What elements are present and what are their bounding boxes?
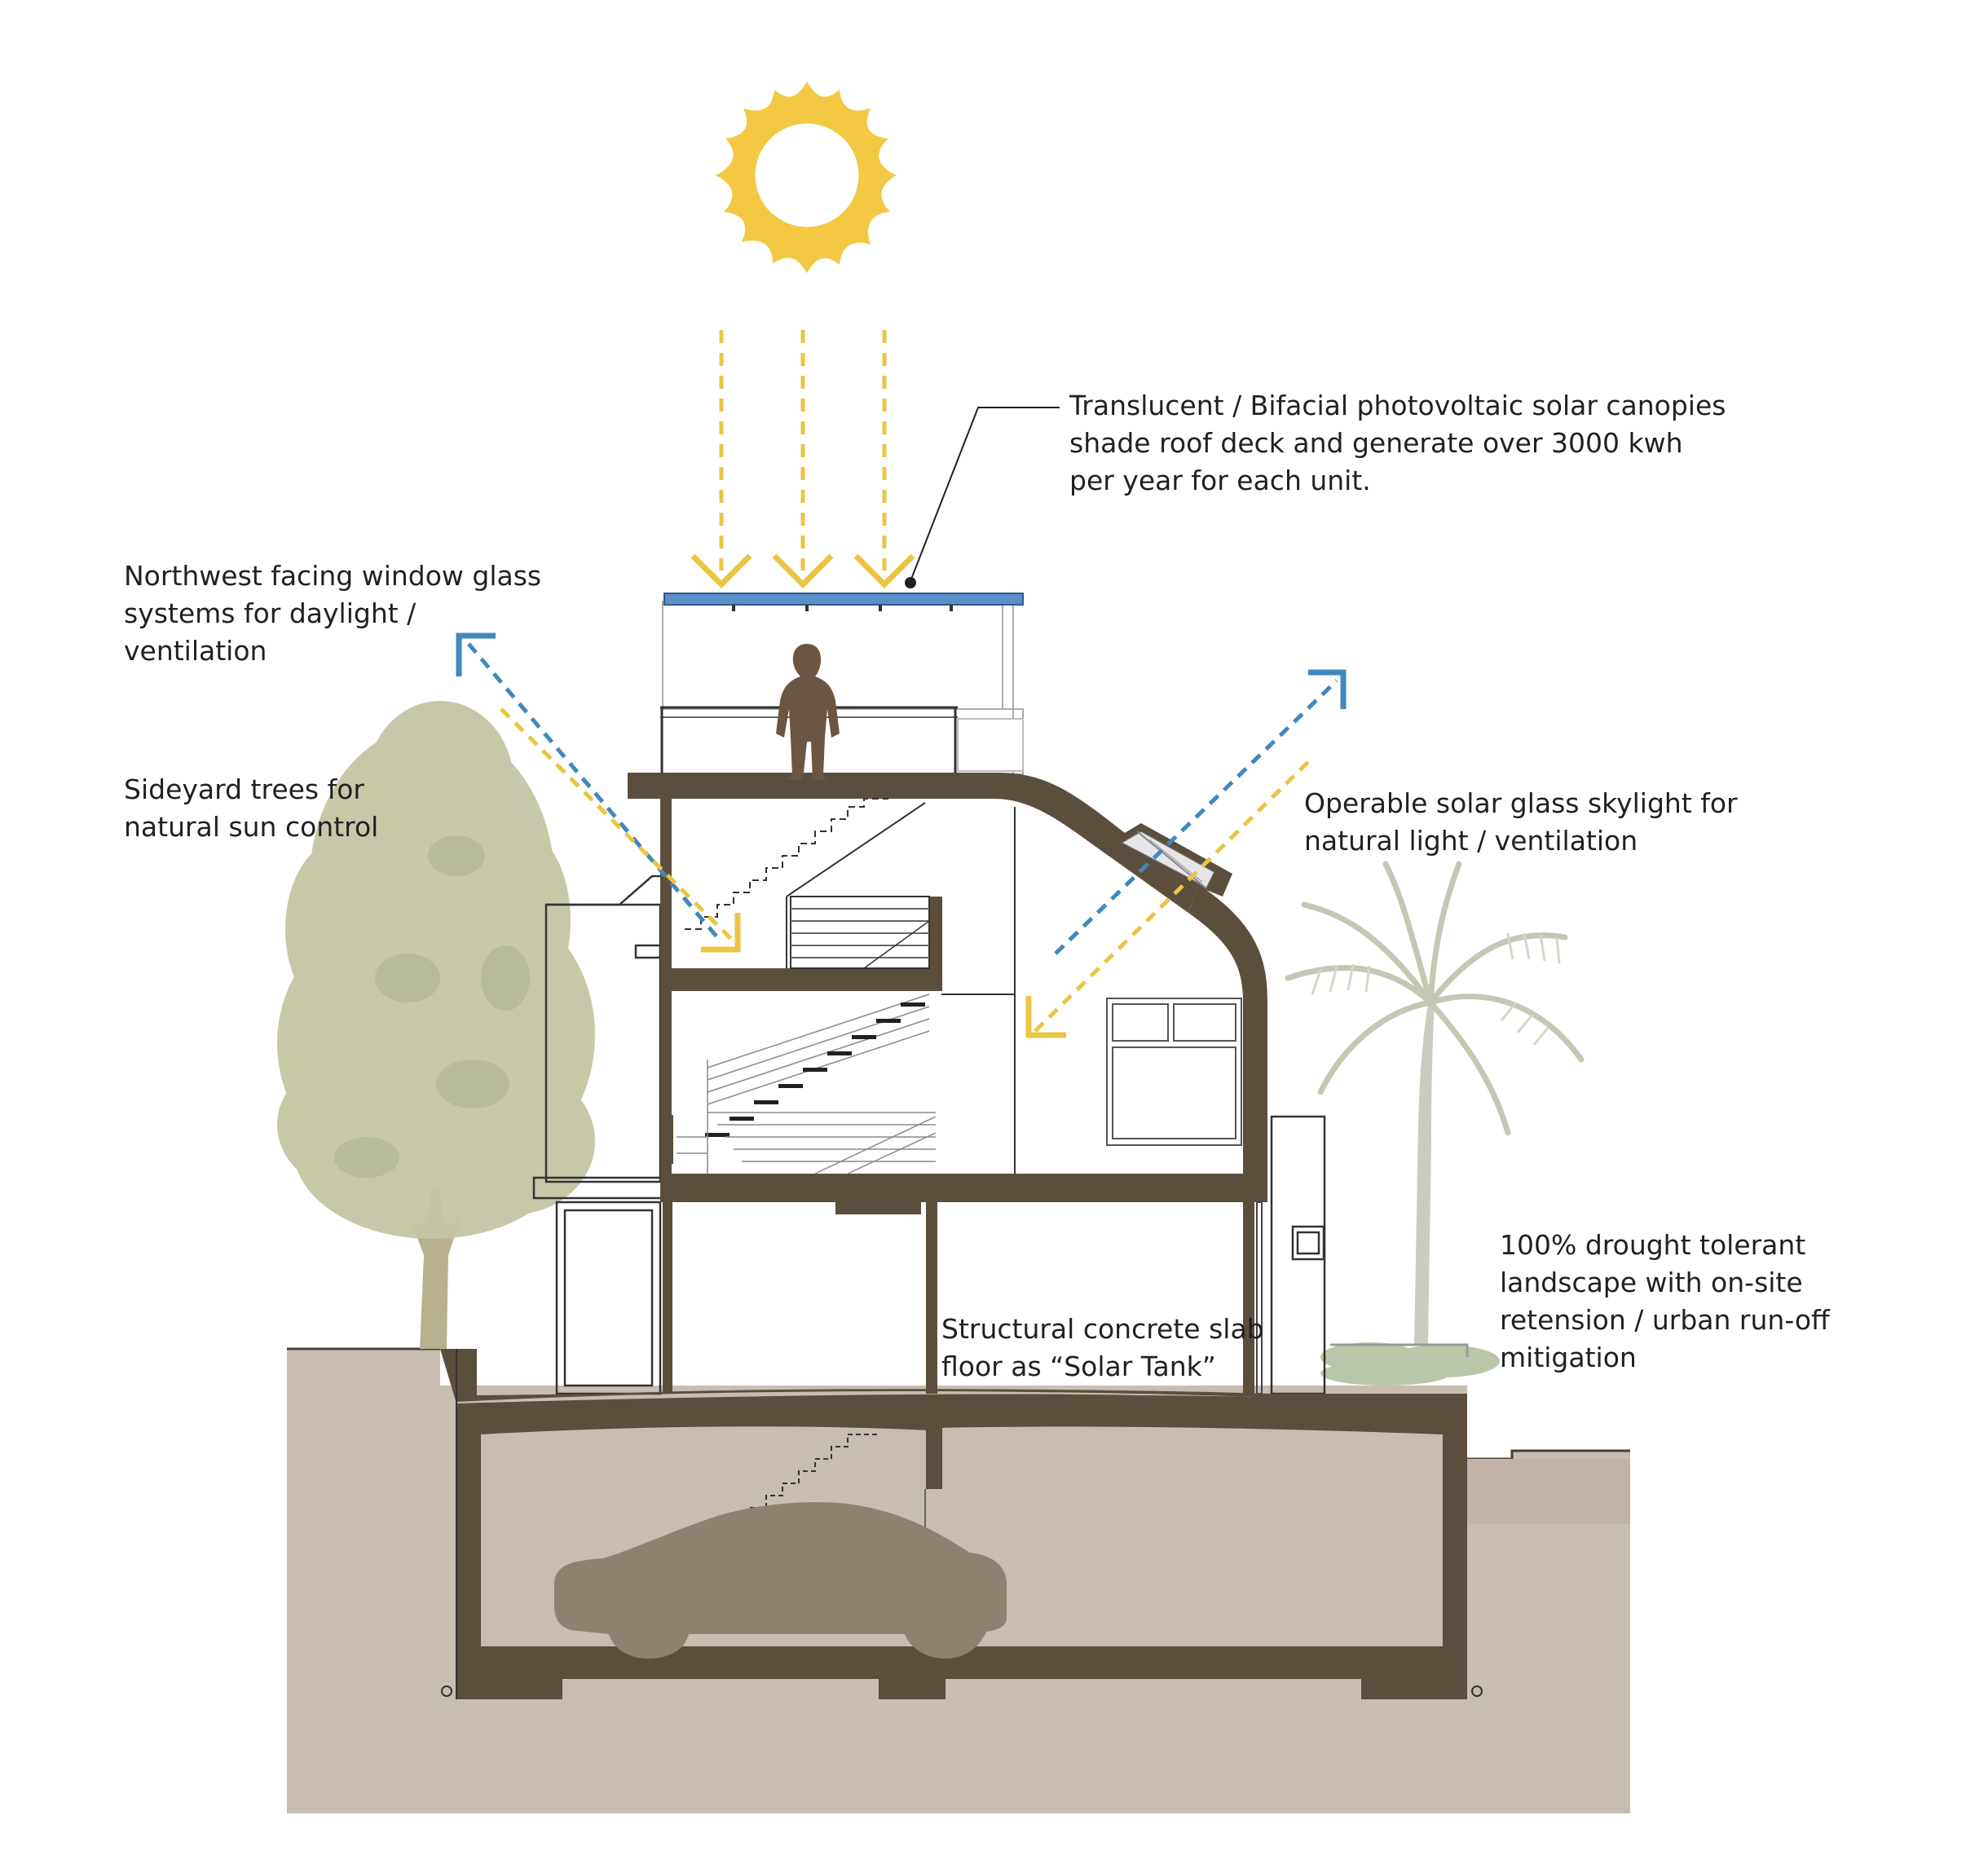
- sunlight-arrows: [719, 330, 887, 571]
- callout-line: floor as “Solar Tank”: [941, 1350, 1216, 1382]
- callout-line: 100% drought tolerant: [1500, 1229, 1806, 1261]
- solar-canopy-panel: [663, 593, 1024, 611]
- callout-line: retension / urban run-off: [1500, 1304, 1830, 1336]
- callout-line: Northwest facing window glass: [124, 560, 542, 592]
- building-structure: [440, 601, 1483, 1699]
- interior-stairs: [685, 798, 1016, 1174]
- callout-line: shade roof deck and generate over 3000 k…: [1069, 427, 1683, 459]
- ventilation-arrows-left: [456, 632, 741, 953]
- solar-canopy-callout: Translucent / Bifacial photovoltaic sola…: [1069, 387, 1726, 500]
- callout-line: landscape with on-site: [1500, 1267, 1803, 1298]
- skylight-callout: Operable solar glass skylight for natura…: [1304, 785, 1738, 860]
- person-silhouette-icon: [776, 644, 840, 780]
- callout-line: Sideyard trees for: [124, 773, 364, 805]
- window-glass-callout: Northwest facing window glass systems fo…: [124, 557, 541, 670]
- callout-line: per year for each unit.: [1069, 465, 1371, 496]
- landscape-callout: 100% drought tolerant landscape with on-…: [1500, 1227, 1830, 1377]
- solar-canopy-leader-line: [905, 407, 1060, 588]
- callout-line: Translucent / Bifacial photovoltaic sola…: [1069, 390, 1726, 421]
- callout-line: Operable solar glass skylight for: [1304, 787, 1738, 819]
- callout-line: Structural concrete slab: [941, 1313, 1264, 1345]
- palm-tree-icon: [1285, 861, 1585, 1386]
- sunlight-arrowheads: [690, 553, 915, 588]
- callout-line: natural sun control: [124, 811, 379, 843]
- concrete-slab-callout: Structural concrete slab floor as “Solar…: [941, 1311, 1264, 1386]
- callout-line: natural light / ventilation: [1304, 825, 1638, 857]
- callout-line: mitigation: [1500, 1342, 1637, 1373]
- car-silhouette-icon: [554, 1502, 1007, 1659]
- interior-window: [1106, 998, 1242, 1146]
- sun-icon: [716, 82, 897, 273]
- callout-line: ventilation: [124, 635, 267, 667]
- sideyard-trees-callout: Sideyard trees for natural sun control: [124, 771, 378, 846]
- ventilation-arrows-right: [1025, 669, 1347, 1038]
- stair-flight-middle: [667, 994, 937, 1174]
- callout-line: systems for daylight /: [124, 597, 417, 629]
